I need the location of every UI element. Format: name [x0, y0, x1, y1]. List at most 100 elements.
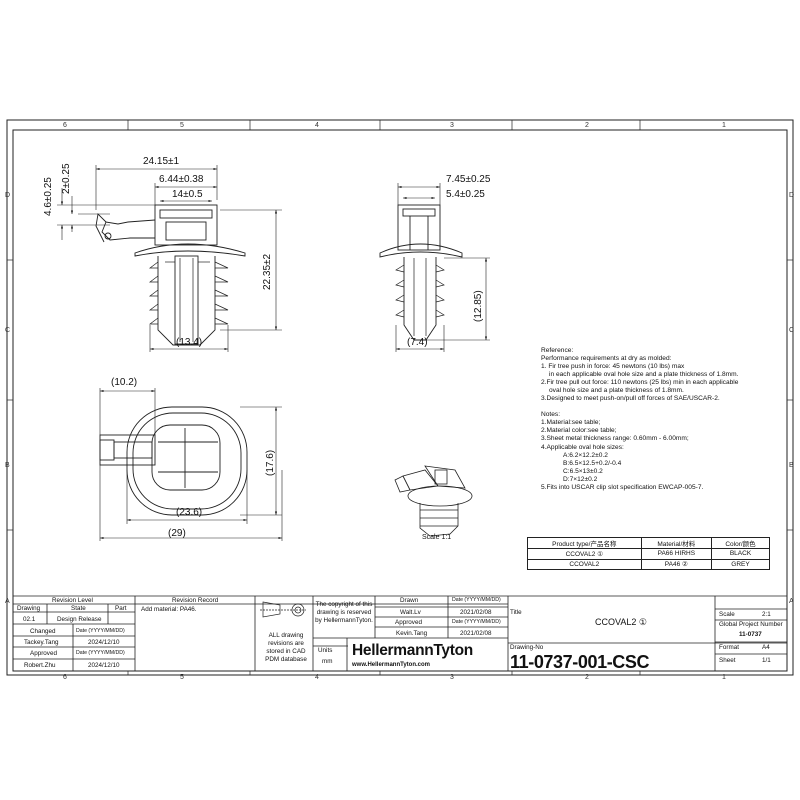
drawing-label: Drawing: [17, 605, 41, 612]
note-line: Notes:: [541, 411, 561, 419]
drawn-date-label: Date (YYYY/MM/DD): [452, 597, 501, 603]
note-line: B:6.5×12.5+0.2/-0.4: [563, 459, 622, 467]
gpn-value: 11-0737: [739, 631, 762, 638]
scale-label: Scale: [719, 611, 735, 618]
table-header: Color/颜色: [711, 537, 770, 549]
approved2-date-label: Date (YYYY/MM/DD): [452, 619, 501, 625]
sheet-label: Sheet: [719, 657, 736, 664]
title-label: Title: [510, 609, 522, 616]
state-label: State: [71, 605, 86, 612]
revision-level-label: Revision Level: [52, 597, 93, 604]
dim-top-latch: (10.2): [111, 377, 138, 388]
company-url: www.HellermannTyton.com: [352, 662, 431, 668]
note-line: 5.Fits into USCAR clip slot specificatio…: [541, 483, 704, 491]
note-line: 3.Designed to meet push-on/pull off forc…: [541, 395, 720, 403]
table-header: Material/材料: [640, 537, 713, 549]
dim-top-height: (17.6): [265, 449, 276, 476]
zone-col-5-top: 5: [180, 122, 184, 129]
copyright-note: The copyright of this drawing is reserve…: [315, 601, 373, 624]
note-line: 1.Material:see table;: [541, 419, 601, 427]
zone-col-4-top: 4: [315, 122, 319, 129]
note-line: D:7×12±0.2: [563, 475, 598, 483]
dim-overall-height: 22.35±2: [262, 253, 273, 290]
dim-latch-height: 4.6±0.25: [43, 177, 54, 216]
table-cell: PA66 HIRHS: [640, 548, 713, 560]
zone-row-c-right: C: [789, 327, 795, 334]
note-line: Reference:: [541, 347, 574, 354]
dim-tree-width: (13.4): [176, 337, 203, 348]
units-label: Units: [318, 647, 333, 654]
note-line: 1. Fir tree push in force: 45 newtons (1…: [541, 363, 685, 371]
changed-by: Tackey.Tang: [24, 639, 59, 646]
note-line: 2.Fir tree pull out force: 110 newtons (…: [541, 379, 739, 387]
changed-label: Changed: [30, 628, 56, 635]
table-cell: CCOVAL2 ①: [527, 548, 642, 560]
zone-row-d-left: D: [5, 192, 11, 199]
table-header: Product type/产品名称: [527, 537, 642, 549]
note-line: C:6.5×13±0.2: [563, 467, 603, 475]
format-value: A4: [762, 644, 770, 651]
zone-col-6-bottom: 6: [63, 674, 67, 681]
revision-number: 02.1: [23, 616, 36, 623]
note-line: 2.Material color:see table;: [541, 427, 617, 435]
front-view: [379, 204, 463, 341]
dim-front-head-width: 7.45±0.25: [446, 174, 491, 185]
drawing-number: 11-0737-001-CSC: [510, 652, 650, 672]
zone-col-5-bottom: 5: [180, 674, 184, 681]
state-value: Design Release: [57, 616, 102, 623]
approved2-date: 2021/02/08: [460, 630, 492, 637]
part-label: Part: [115, 605, 127, 612]
projection-symbol: [260, 601, 306, 618]
dim-top-overall-width: (29): [168, 528, 186, 539]
sheet-value: 1/1: [762, 657, 771, 664]
table-cell: GREY: [711, 558, 770, 570]
dim-top-flange-width: (23.6): [176, 507, 203, 518]
table-cell: CCOVAL2: [527, 558, 642, 570]
note-line: in each applicable oval hole size and a …: [549, 371, 739, 379]
zone-row-c-left: C: [5, 327, 11, 334]
top-view: [99, 406, 248, 516]
revision-record-label: Revision Record: [172, 597, 219, 604]
zone-col-3-bottom: 3: [450, 674, 454, 681]
drawn-date: 2021/02/08: [460, 609, 492, 616]
zone-row-a-left: A: [5, 598, 10, 605]
title-value: CCOVAL2 ①: [595, 617, 647, 627]
zone-col-6-top: 6: [63, 122, 67, 129]
product-table: Product type/产品名称 Material/材料 Color/颜色 C…: [527, 537, 770, 570]
zone-row-b-left: B: [5, 462, 10, 469]
hellermanntyton-logo: HellermannTyton: [352, 642, 473, 659]
table-row: CCOVAL2 PA46 ② GREY: [527, 558, 770, 570]
zone-row-d-right: D: [789, 192, 795, 199]
zone-col-4-bottom: 4: [315, 674, 319, 681]
format-label: Format: [719, 644, 739, 651]
revision-record-text: Add material: PA46.: [141, 606, 197, 613]
zone-row-b-right: B: [789, 462, 794, 469]
dim-latch-offset: 2±0.25: [61, 163, 72, 194]
drawn-label: Drawn: [400, 597, 419, 604]
zone-col-3-top: 3: [450, 122, 454, 129]
note-line: Performance requirements at dry as molde…: [541, 355, 672, 363]
iso-scale-label: Scale 1:1: [422, 534, 452, 541]
dim-head-width: 6.44±0.38: [159, 174, 204, 185]
changed-date-label: Date (YYYY/MM/DD): [76, 628, 125, 634]
note-line: 3.Sheet metal thickness range: 0.60mm - …: [541, 435, 689, 443]
side-view: [95, 204, 246, 346]
approved-date: 2024/12/10: [88, 662, 120, 669]
units-value: mm: [322, 658, 333, 665]
note-line: 4.Applicable oval hole sizes:: [541, 443, 624, 451]
changed-date: 2024/12/10: [88, 639, 120, 646]
dim-body-width: 14±0.5: [172, 189, 203, 200]
scale-value: 2:1: [762, 611, 771, 618]
cad-note: ALL drawing revisions are stored in CAD …: [265, 632, 307, 663]
gpn-label: Global Project Number: [719, 621, 783, 628]
drawn-by: Walt.Lv: [400, 609, 421, 616]
note-line: oval hole size and a plate thickness of …: [549, 387, 684, 395]
dim-overall-length: 24.15±1: [143, 156, 180, 167]
dim-front-tree-width: (7.4): [407, 337, 428, 348]
approved-label: Approved: [30, 650, 57, 657]
approved2-label: Approved: [395, 619, 422, 626]
zone-col-1-bottom: 1: [722, 674, 726, 681]
zone-col-1-top: 1: [722, 122, 726, 129]
zone-col-2-bottom: 2: [585, 674, 589, 681]
